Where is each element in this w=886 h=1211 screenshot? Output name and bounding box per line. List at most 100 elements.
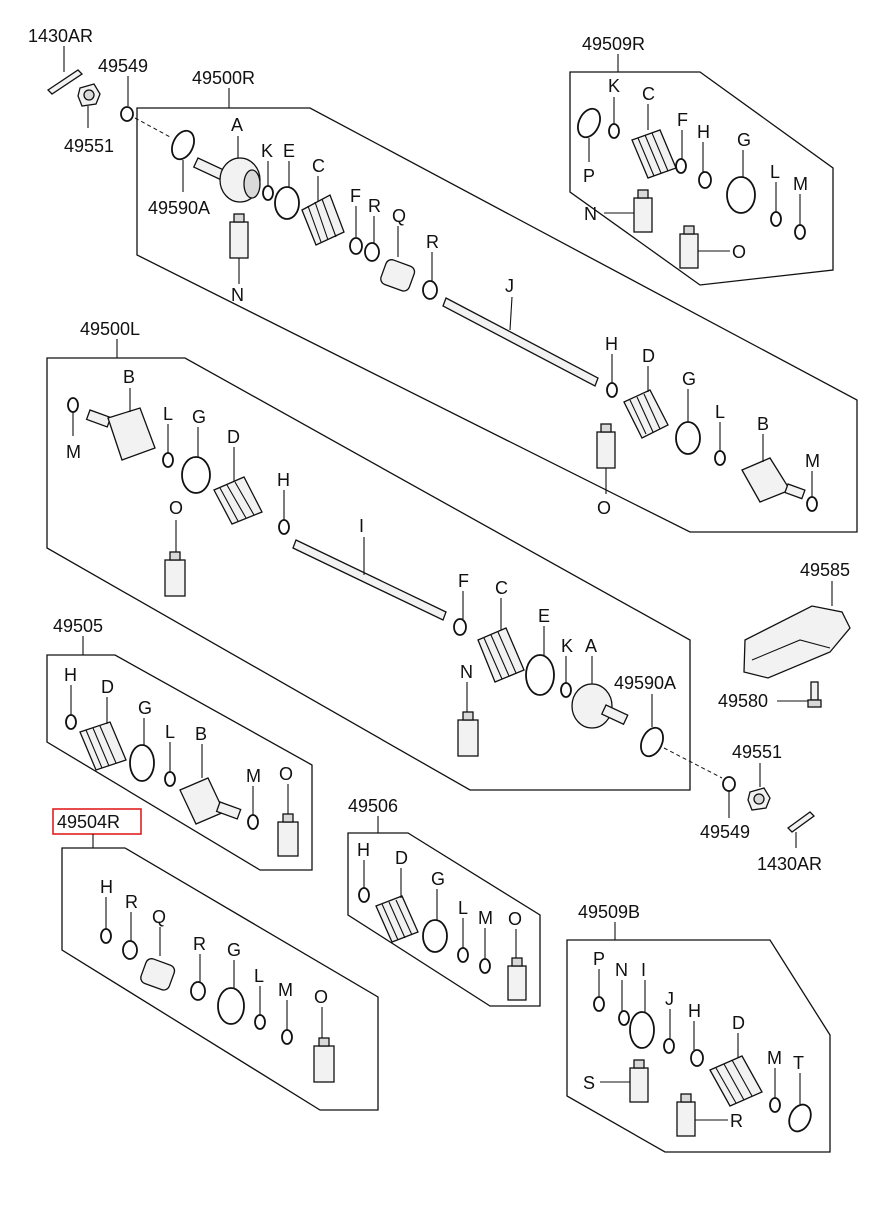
assembly-label-49500L[interactable]: 49500L xyxy=(80,319,140,339)
part-label-49590A-mid[interactable]: 49590A xyxy=(614,673,676,693)
inner-cv-joint-icon xyxy=(85,407,156,461)
component-letter: K xyxy=(608,76,620,96)
grease-tube-icon xyxy=(679,225,699,269)
clamp-icon xyxy=(675,158,687,174)
clamp-icon xyxy=(162,452,174,468)
part-label-49551-bot[interactable]: 49551 xyxy=(732,742,782,762)
boot-band-icon xyxy=(726,176,756,214)
component-letter: Q xyxy=(152,907,166,927)
component-letter: D xyxy=(642,346,655,366)
component-letter: C xyxy=(495,578,508,598)
component-letter: F xyxy=(350,186,361,206)
damper-icon xyxy=(140,958,176,991)
component-letter: M xyxy=(278,980,293,1000)
cv-boot-icon xyxy=(631,129,677,179)
tone-ring-icon xyxy=(788,1103,812,1133)
component-letter: G xyxy=(138,698,152,718)
component-letter: D xyxy=(732,1013,745,1033)
component-letter: E xyxy=(283,141,295,161)
component-letter: T xyxy=(793,1053,804,1073)
component-letter: B xyxy=(123,367,135,387)
cv-boot-icon xyxy=(375,895,419,943)
component-letter: H xyxy=(605,334,618,354)
grease-tube-icon xyxy=(507,957,527,1001)
panel-49500L xyxy=(46,357,691,791)
boot-band-icon xyxy=(629,1011,655,1049)
snap-ring-icon xyxy=(281,1029,293,1045)
component-letter: M xyxy=(767,1048,782,1068)
assembly-label-49505[interactable]: 49505 xyxy=(53,616,103,636)
snap-ring-icon xyxy=(794,224,806,240)
washer-icon xyxy=(722,776,736,792)
cv-boot-icon xyxy=(213,476,263,525)
panel-49509B xyxy=(566,939,831,1153)
component-letter: O xyxy=(508,909,522,929)
cv-boot-icon xyxy=(709,1055,763,1107)
component-letter: M xyxy=(246,766,261,786)
cv-boot-icon xyxy=(301,194,345,246)
panel-49506 xyxy=(347,832,541,1007)
part-label-49549-bot[interactable]: 49549 xyxy=(700,822,750,842)
clamp-icon xyxy=(714,450,726,466)
clamp-icon xyxy=(606,382,618,398)
part-label-1430AR-top[interactable]: 1430AR xyxy=(28,26,93,46)
component-letter: B xyxy=(757,414,769,434)
snap-ring-icon xyxy=(247,814,259,830)
component-letter: R xyxy=(125,892,138,912)
component-letter: O xyxy=(314,987,328,1007)
part-label-49551-top[interactable]: 49551 xyxy=(64,136,114,156)
component-letter: H xyxy=(100,877,113,897)
component-letter: N xyxy=(615,960,628,980)
assembly-label-49506[interactable]: 49506 xyxy=(348,796,398,816)
clamp-icon xyxy=(100,928,112,944)
component-letter: H xyxy=(64,665,77,685)
grease-tube-icon xyxy=(596,423,616,469)
clamp-icon xyxy=(254,1014,266,1030)
grease-tube-icon xyxy=(277,813,299,857)
grease-tube-icon xyxy=(457,711,479,757)
grease-tube-icon xyxy=(164,551,186,597)
component-letter: N xyxy=(584,204,597,224)
part-label-49580[interactable]: 49580 xyxy=(718,691,768,711)
component-letter: D xyxy=(227,427,240,447)
grease-tube-icon xyxy=(229,213,249,259)
clamp-icon xyxy=(453,618,467,636)
grease-tube-icon xyxy=(633,189,653,233)
component-letter: P xyxy=(593,949,605,969)
cv-boot-icon xyxy=(477,627,525,683)
assembly-label-49509B[interactable]: 49509B xyxy=(578,902,640,922)
boot-band-icon xyxy=(422,919,448,953)
component-letter: G xyxy=(737,130,751,150)
part-label-1430AR-bot[interactable]: 1430AR xyxy=(757,854,822,874)
drive-shaft-icon xyxy=(292,539,447,621)
boot-clamp-ring-icon xyxy=(171,129,195,161)
snap-ring-icon xyxy=(560,682,572,698)
component-letter: O xyxy=(169,498,183,518)
component-letter: K xyxy=(261,141,273,161)
component-letter: N xyxy=(231,285,244,305)
assembly-label-49504R[interactable]: 49504R xyxy=(57,812,120,832)
assembly-label-49500R[interactable]: 49500R xyxy=(192,68,255,88)
boot-band-icon xyxy=(217,987,245,1025)
component-letter: L xyxy=(165,722,175,742)
boot-band-icon xyxy=(274,186,300,220)
component-letter: S xyxy=(583,1073,595,1093)
part-label-49585[interactable]: 49585 xyxy=(800,560,850,580)
component-letter: H xyxy=(688,1001,701,1021)
component-letter: R xyxy=(368,196,381,216)
component-letter: I xyxy=(359,516,364,536)
snap-ring-icon xyxy=(262,185,274,201)
boot-clamp-ring-icon xyxy=(577,107,601,139)
component-letter: J xyxy=(665,989,674,1009)
clamp-icon xyxy=(770,211,782,227)
component-letter: B xyxy=(195,724,207,744)
component-letter: N xyxy=(460,662,473,682)
part-label-49590A-top[interactable]: 49590A xyxy=(148,198,210,218)
boot-clamp-ring-icon xyxy=(640,726,664,758)
snap-ring-icon xyxy=(593,996,605,1012)
part-label-49549-top[interactable]: 49549 xyxy=(98,56,148,76)
assembly-label-49509R[interactable]: 49509R xyxy=(582,34,645,54)
boot-band-icon xyxy=(675,421,701,455)
component-letter: O xyxy=(732,242,746,262)
component-letter: Q xyxy=(392,206,406,226)
